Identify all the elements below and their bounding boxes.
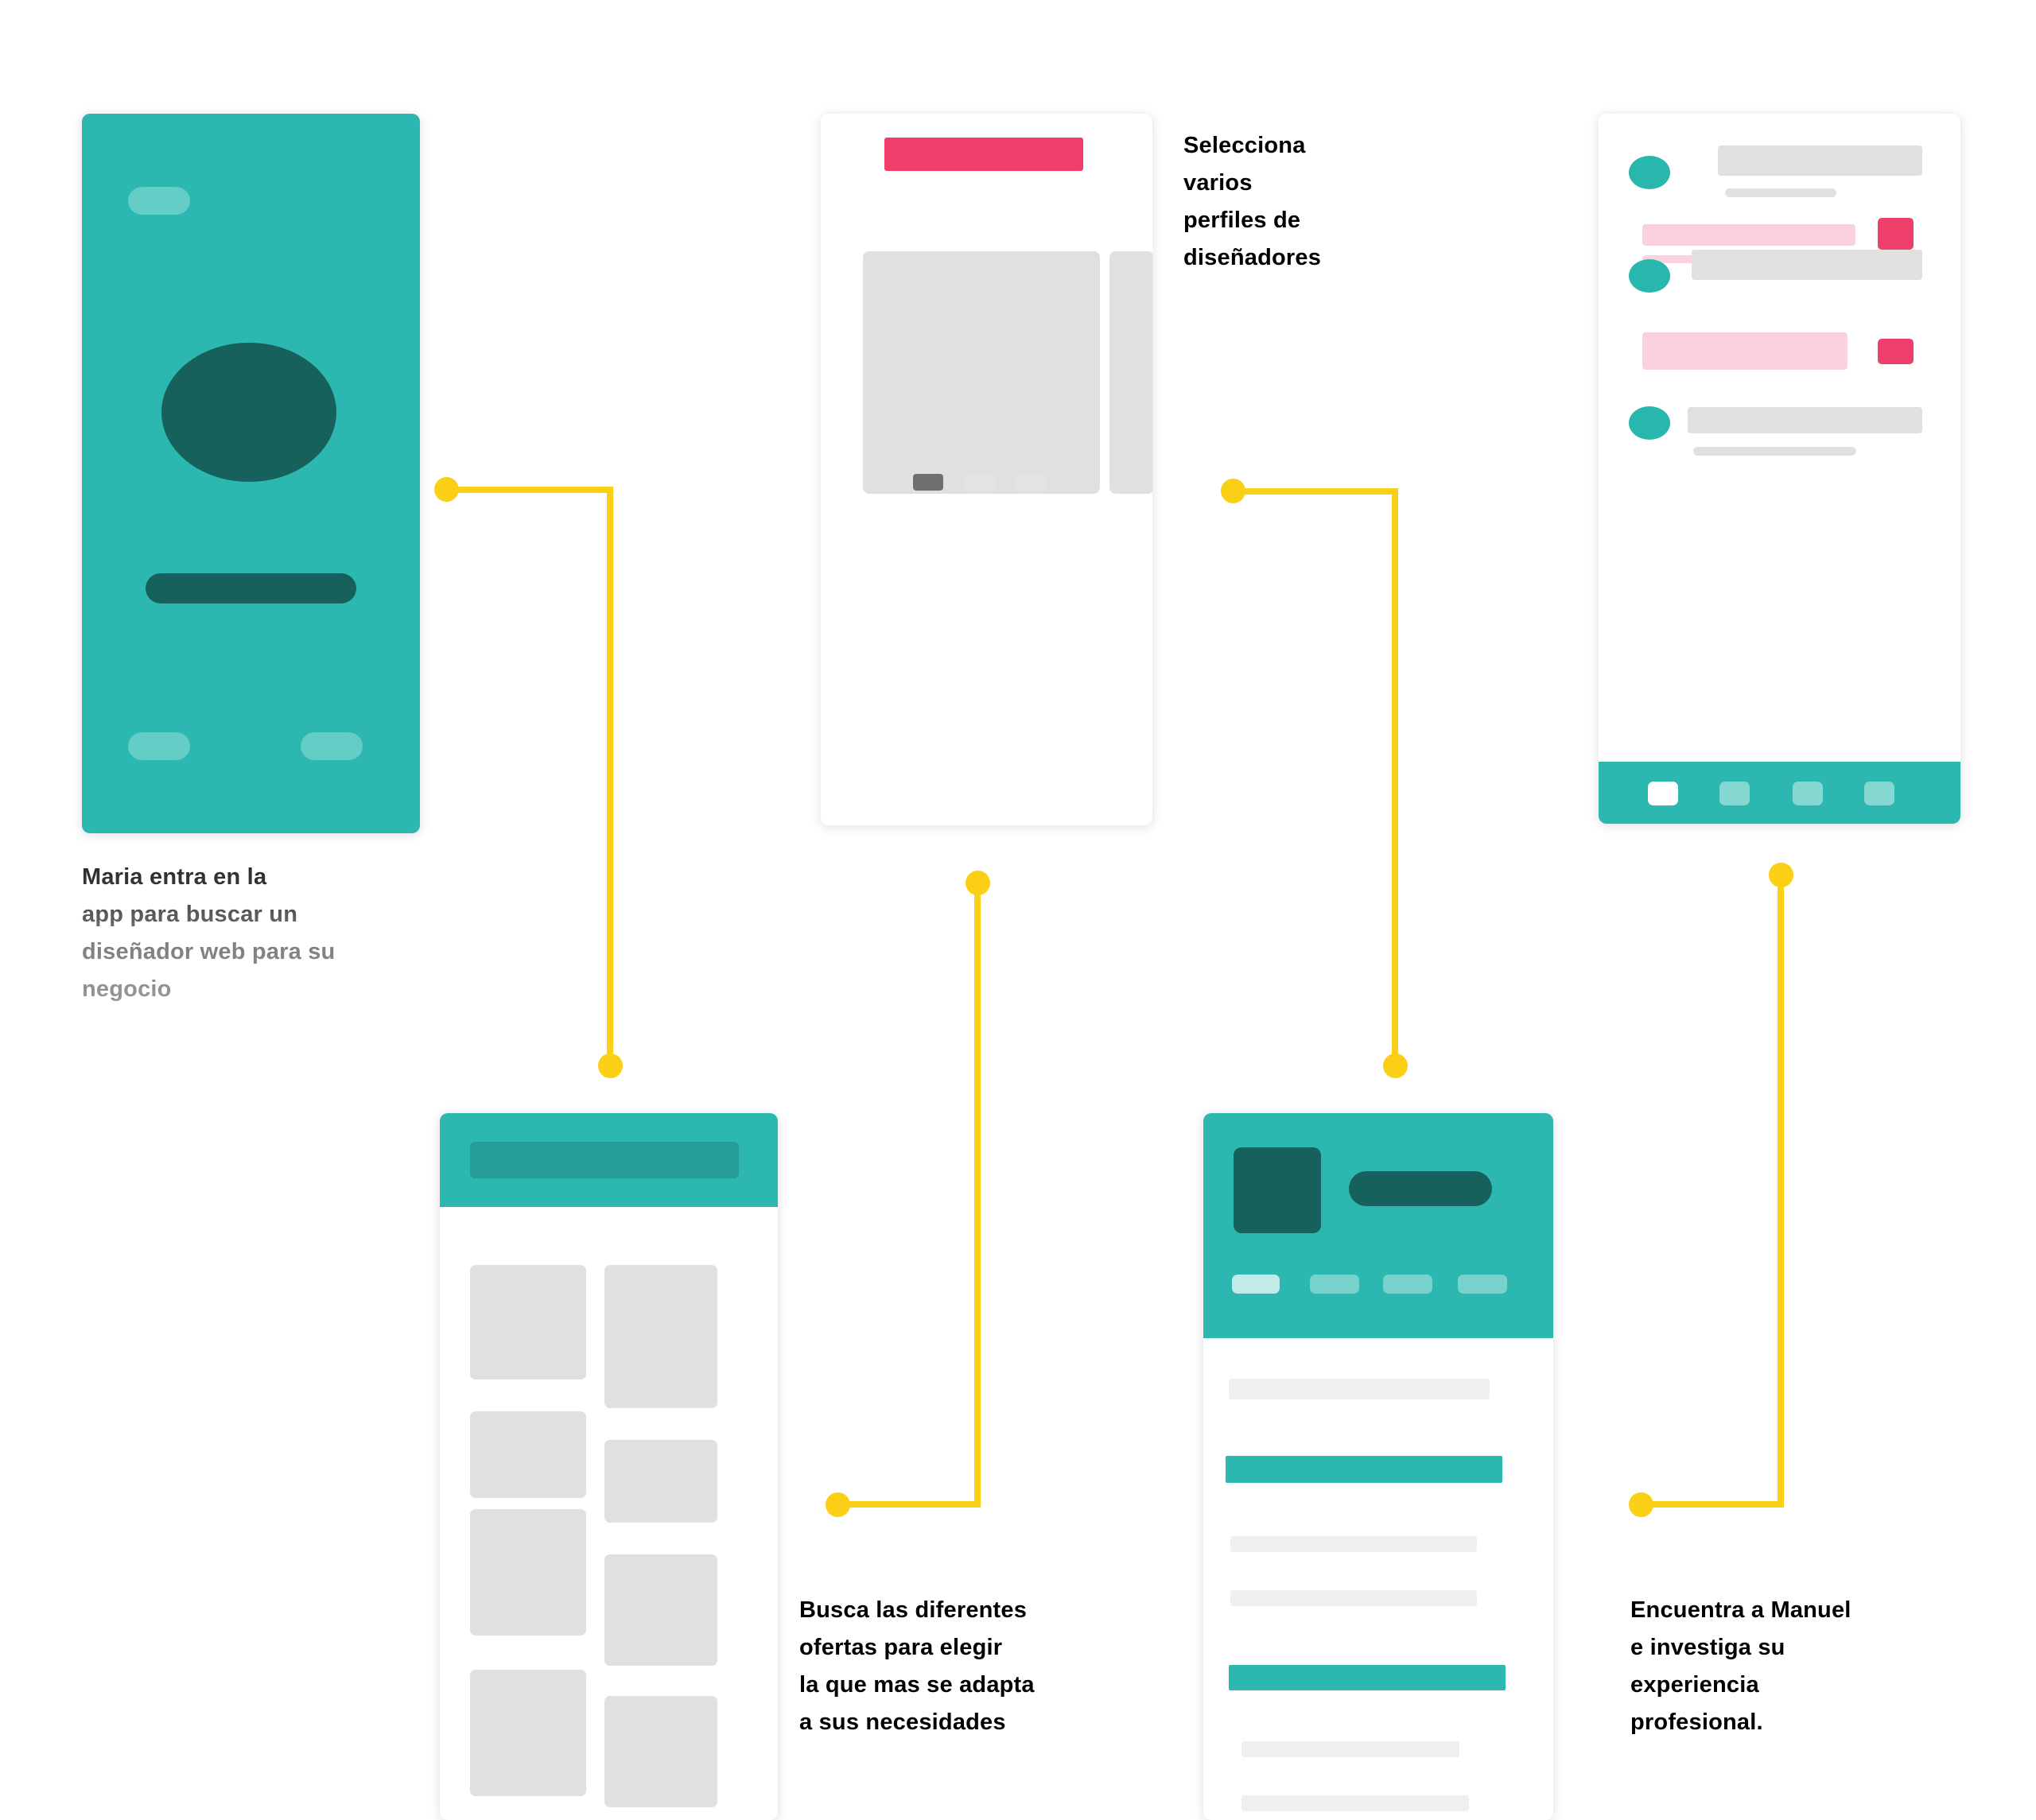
grid-tile[interactable] (604, 1554, 717, 1666)
nav-profile-icon[interactable] (1864, 782, 1894, 805)
avatar (1629, 259, 1670, 293)
connector-segment-h (841, 1501, 981, 1508)
profile-text-line (1229, 1379, 1490, 1399)
grid-tile[interactable] (604, 1265, 717, 1408)
message-bubble[interactable] (1692, 250, 1922, 280)
connector-segment-v (1392, 488, 1398, 1061)
nav-home-icon[interactable] (1648, 782, 1678, 805)
messages-list-screen[interactable] (1599, 114, 1960, 824)
grid-tile[interactable] (470, 1509, 586, 1636)
offers-grid-screen[interactable] (440, 1113, 778, 1820)
connector-segment-h (1645, 1501, 1784, 1508)
caption-encuentra-manuel: Encuentra a Manuel e investiga su experi… (1630, 1597, 1851, 1735)
tab-contact[interactable] (1458, 1275, 1507, 1294)
profile-text-line (1241, 1795, 1469, 1811)
profile-text-line (1241, 1741, 1459, 1757)
section-proyectos[interactable] (1229, 1665, 1506, 1690)
profile-header (1203, 1113, 1553, 1338)
app-logo-ellipse (161, 343, 336, 482)
connector-segment-v (1778, 875, 1784, 1508)
avatar (1629, 156, 1670, 189)
connector-dot-end (1629, 1492, 1653, 1517)
grid-header (440, 1113, 778, 1207)
grid-tile[interactable] (470, 1411, 586, 1498)
pagination-dot-2[interactable] (965, 474, 995, 491)
designer-name-bar (1349, 1171, 1492, 1206)
connector-dot-end (826, 1492, 850, 1517)
pagination-dot-3[interactable] (1016, 474, 1046, 491)
bottom-right-pill (301, 732, 363, 760)
carousel-top-banner (884, 138, 1083, 171)
profile-text-line (1230, 1536, 1477, 1552)
grid-tile[interactable] (470, 1670, 586, 1796)
connector-segment-v (974, 883, 981, 1508)
offer-bubble[interactable] (1642, 224, 1855, 246)
caption-selecciona-perfiles: Selecciona varios perfiles de diseñadore… (1183, 133, 1322, 270)
grid-tile[interactable] (604, 1696, 717, 1807)
tab-about[interactable] (1232, 1275, 1280, 1294)
avatar (1629, 406, 1670, 440)
message-subline (1693, 447, 1856, 456)
nav-messages-icon[interactable] (1793, 782, 1823, 805)
search-input[interactable] (470, 1142, 739, 1178)
profile-carousel-screen[interactable] (821, 114, 1152, 825)
offer-badge[interactable] (1878, 339, 1914, 364)
next-profile-card-peek[interactable] (1109, 251, 1152, 494)
tab-reviews[interactable] (1383, 1275, 1432, 1294)
app-title-bar (146, 573, 356, 603)
message-bubble[interactable] (1718, 146, 1922, 176)
nav-search-icon[interactable] (1719, 782, 1750, 805)
connector-dot-end (1383, 1054, 1408, 1078)
top-left-pill (128, 187, 190, 215)
connector-segment-v (607, 487, 613, 1061)
splash-screen[interactable] (82, 114, 420, 833)
profile-text-line (1230, 1590, 1477, 1606)
bottom-left-pill (128, 732, 190, 760)
main-profile-card[interactable] (863, 251, 1100, 494)
tab-portfolio[interactable] (1310, 1275, 1359, 1294)
caption-maria-entra: Maria entra en la app para buscar un dis… (82, 859, 432, 1008)
connector-dot-end (598, 1054, 623, 1078)
section-experiencia[interactable] (1226, 1456, 1502, 1483)
message-subline (1725, 188, 1836, 197)
offer-bubble[interactable] (1642, 332, 1848, 370)
designer-profile-screen[interactable] (1203, 1113, 1553, 1820)
bottom-nav-bar (1599, 762, 1960, 824)
designer-avatar[interactable] (1234, 1147, 1321, 1233)
message-bubble[interactable] (1688, 407, 1922, 433)
caption-busca-ofertas: Busca las diferentes ofertas para elegir… (799, 1597, 1035, 1735)
offer-badge[interactable] (1878, 218, 1914, 250)
connector-segment-h (1239, 488, 1398, 495)
connector-segment-h (453, 487, 613, 493)
grid-tile[interactable] (604, 1440, 717, 1523)
pagination-dot-1[interactable] (913, 474, 943, 491)
grid-tile[interactable] (470, 1265, 586, 1380)
